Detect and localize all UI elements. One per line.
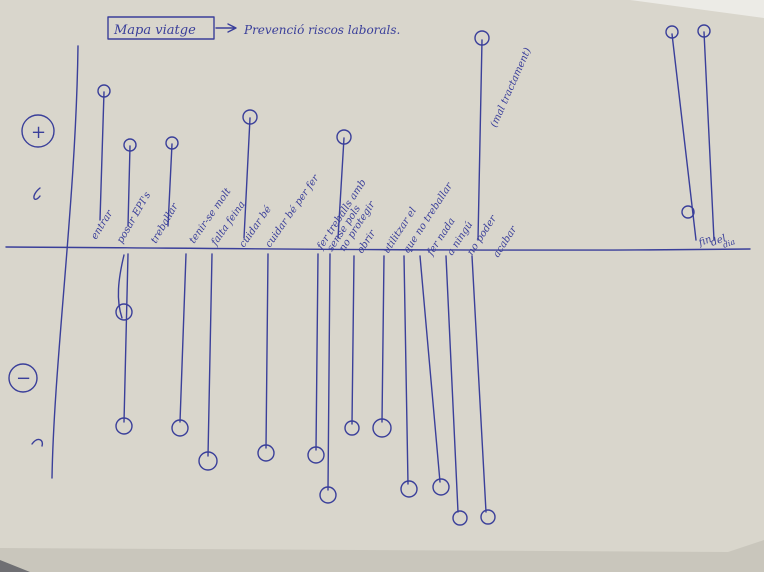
note-text: del (709, 233, 727, 249)
point-marker (171, 419, 189, 437)
plus-label: + (31, 122, 46, 143)
title-arrow-icon (215, 23, 237, 33)
negative-points (115, 253, 496, 526)
title-text: Mapa viatge (113, 23, 196, 38)
title-group: Mapa viatge Prevenció riscos laborals. (107, 16, 400, 40)
point-marker (432, 478, 450, 496)
point-marker (123, 138, 137, 152)
positive-points (97, 24, 715, 241)
smiley-mark (33, 187, 41, 200)
point-marker (400, 480, 418, 498)
point-marker (115, 417, 133, 435)
title-box (107, 16, 215, 40)
horizontal-axis (5, 246, 751, 251)
point-marker (480, 509, 496, 525)
minus-label: − (16, 368, 31, 389)
frown-mark (31, 438, 44, 447)
point-marker (257, 444, 275, 462)
point-marker (115, 303, 133, 321)
point-marker (681, 205, 695, 219)
subtitle-text: Prevenció riscos laborals. (243, 23, 400, 37)
plus-circle (21, 114, 55, 148)
point-marker (242, 109, 258, 125)
paper-corner (630, 0, 764, 18)
minus-circle (8, 363, 38, 393)
point-marker (307, 446, 325, 464)
paper-sheet (0, 0, 764, 552)
note-text: dia (722, 237, 737, 250)
note-text: fin (696, 234, 713, 249)
point-marker (97, 84, 111, 98)
point-marker (344, 420, 360, 436)
point-marker (665, 25, 679, 39)
point-marker (372, 418, 392, 438)
point-marker (697, 24, 711, 38)
point-marker (198, 451, 218, 471)
vertical-axis (51, 45, 79, 479)
point-marker (336, 129, 352, 145)
point-marker (319, 486, 337, 504)
point-marker (452, 510, 468, 526)
point-marker (165, 136, 179, 150)
point-marker (474, 30, 490, 46)
